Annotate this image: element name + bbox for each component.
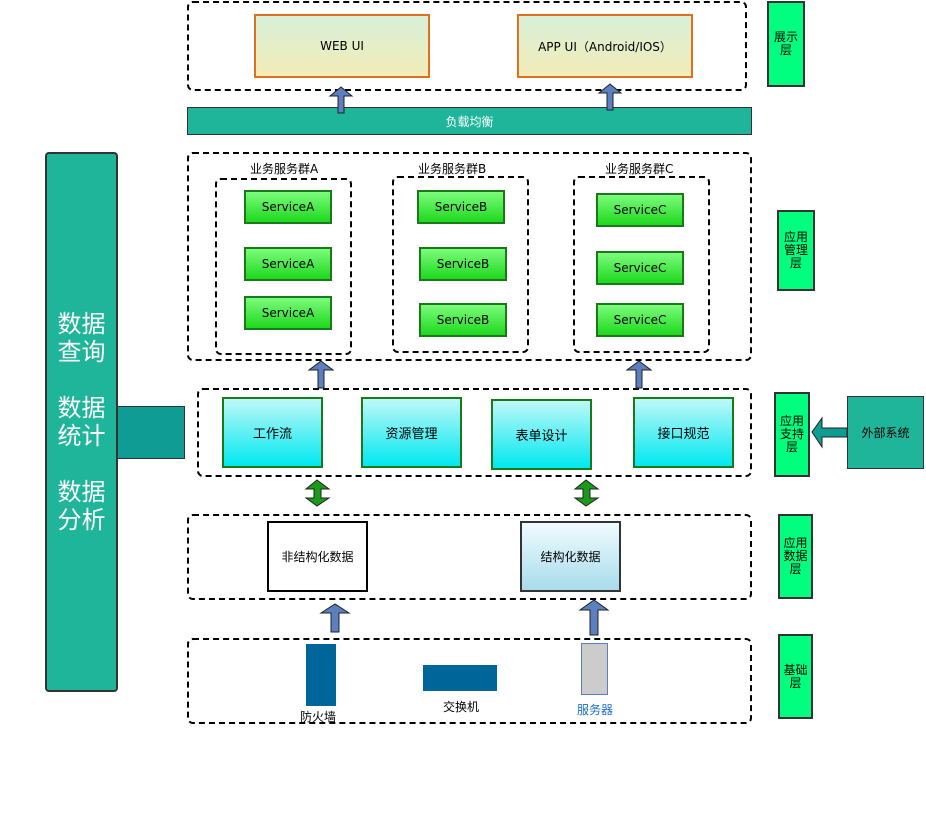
layer-label-presentation: 展示 层 [767,1,805,87]
layer-label-management: 应用 管理 层 [777,210,815,291]
module-label: 资源管理 [385,427,438,442]
group-c-region [573,176,710,353]
management-layer-region [187,152,752,361]
web-ui-label: WEB UI [320,39,364,53]
structured-data-box: 结构化数据 [520,521,621,592]
server-icon [581,643,608,695]
data-layer-region [187,514,752,600]
up-arrow-icon [328,86,354,114]
switch-icon [423,665,497,691]
layer-label-support: 应用 支持 层 [774,392,810,477]
module-workflow: 工作流 [222,397,323,468]
data-panel-connector [117,406,185,459]
service-c-2: ServiceC [596,251,684,285]
service-label: ServiceC [613,203,667,217]
service-label: ServiceB [436,257,490,271]
layer-label-base: 基础 层 [778,634,813,719]
group-b-region [392,176,529,353]
service-b-2: ServiceB [419,247,507,281]
unstructured-data-label: 非结构化数据 [281,550,354,564]
service-b-3: ServiceB [419,303,507,337]
up-arrow-icon [307,360,335,389]
module-label: 接口规范 [657,427,710,442]
service-label: ServiceB [436,313,490,327]
data-analysis-panel: 数据 查询 数据 统计 数据 分析 [45,152,118,692]
double-arrow-icon [304,479,331,507]
service-c-1: ServiceC [596,193,684,227]
service-a-3: ServiceA [244,296,332,330]
firewall-icon [306,644,336,706]
service-label: ServiceA [261,257,315,271]
module-label: 表单设计 [515,429,568,444]
module-interface-spec: 接口规范 [633,397,734,468]
base-layer-region [187,638,752,724]
service-label: ServiceA [261,200,315,214]
service-label: ServiceA [261,306,315,320]
presentation-layer-region [187,1,747,91]
group-a-title: 业务服务群A [250,162,319,176]
load-balancer-label: 负载均衡 [445,114,494,129]
group-b-title: 业务服务群B [418,162,487,176]
switch-label: 交换机 [443,700,480,714]
support-layer-region [197,388,752,477]
service-label: ServiceC [613,313,667,327]
double-arrow-icon [573,479,600,507]
layer-label-data: 应用 数据 层 [778,514,813,599]
web-ui-box: WEB UI [254,14,430,78]
app-ui-box: APP UI（Android/IOS） [517,14,693,78]
module-resource-management: 资源管理 [361,397,462,468]
firewall-label: 防火墙 [300,710,337,724]
external-system-label: 外部系统 [861,426,910,440]
module-label: 工作流 [252,427,292,442]
app-ui-label: APP UI（Android/IOS） [538,39,672,54]
service-label: ServiceC [613,261,667,275]
service-a-2: ServiceA [244,247,332,281]
structured-data-label: 结构化数据 [540,550,601,564]
up-arrow-icon [597,83,623,111]
service-a-1: ServiceA [244,190,332,224]
group-a-region [215,178,352,355]
up-arrow-icon [578,599,610,636]
service-label: ServiceB [434,200,488,214]
left-arrow-icon [811,416,848,449]
up-arrow-icon [319,603,351,633]
module-form-design: 表单设计 [491,399,592,470]
group-c-title: 业务服务群C [605,162,674,176]
service-b-1: ServiceB [417,190,505,224]
external-system-box: 外部系统 [847,396,924,469]
data-panel-label: 数据 查询 数据 统计 数据 分析 [57,310,106,534]
load-balancer-bar: 负载均衡 [187,107,752,135]
unstructured-data-box: 非结构化数据 [267,521,368,592]
up-arrow-icon [625,360,653,389]
service-c-3: ServiceC [596,303,684,337]
server-label: 服务器 [577,703,614,717]
